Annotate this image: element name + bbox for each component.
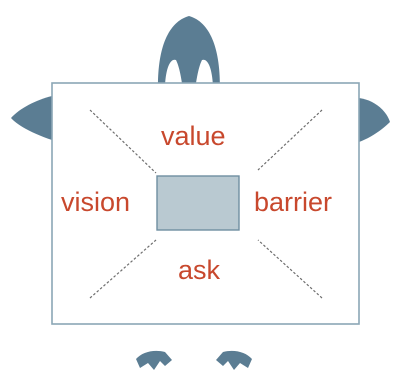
dashed-lines xyxy=(89,109,323,299)
dashed-line-bottom-left xyxy=(89,239,157,299)
label-value: value xyxy=(161,121,226,151)
left-flipper-icon xyxy=(11,96,52,140)
penguin-feet-icon xyxy=(136,350,252,370)
label-ask: ask xyxy=(178,255,221,285)
dashed-line-top-right xyxy=(257,109,323,171)
penguin-head-icon xyxy=(158,16,220,103)
right-flipper-icon xyxy=(359,98,390,142)
center-box xyxy=(156,175,240,231)
label-vision: vision xyxy=(61,187,131,217)
dashed-line-top-left xyxy=(89,109,157,174)
dashed-line-bottom-right xyxy=(257,239,323,299)
label-barrier: barrier xyxy=(254,187,333,217)
